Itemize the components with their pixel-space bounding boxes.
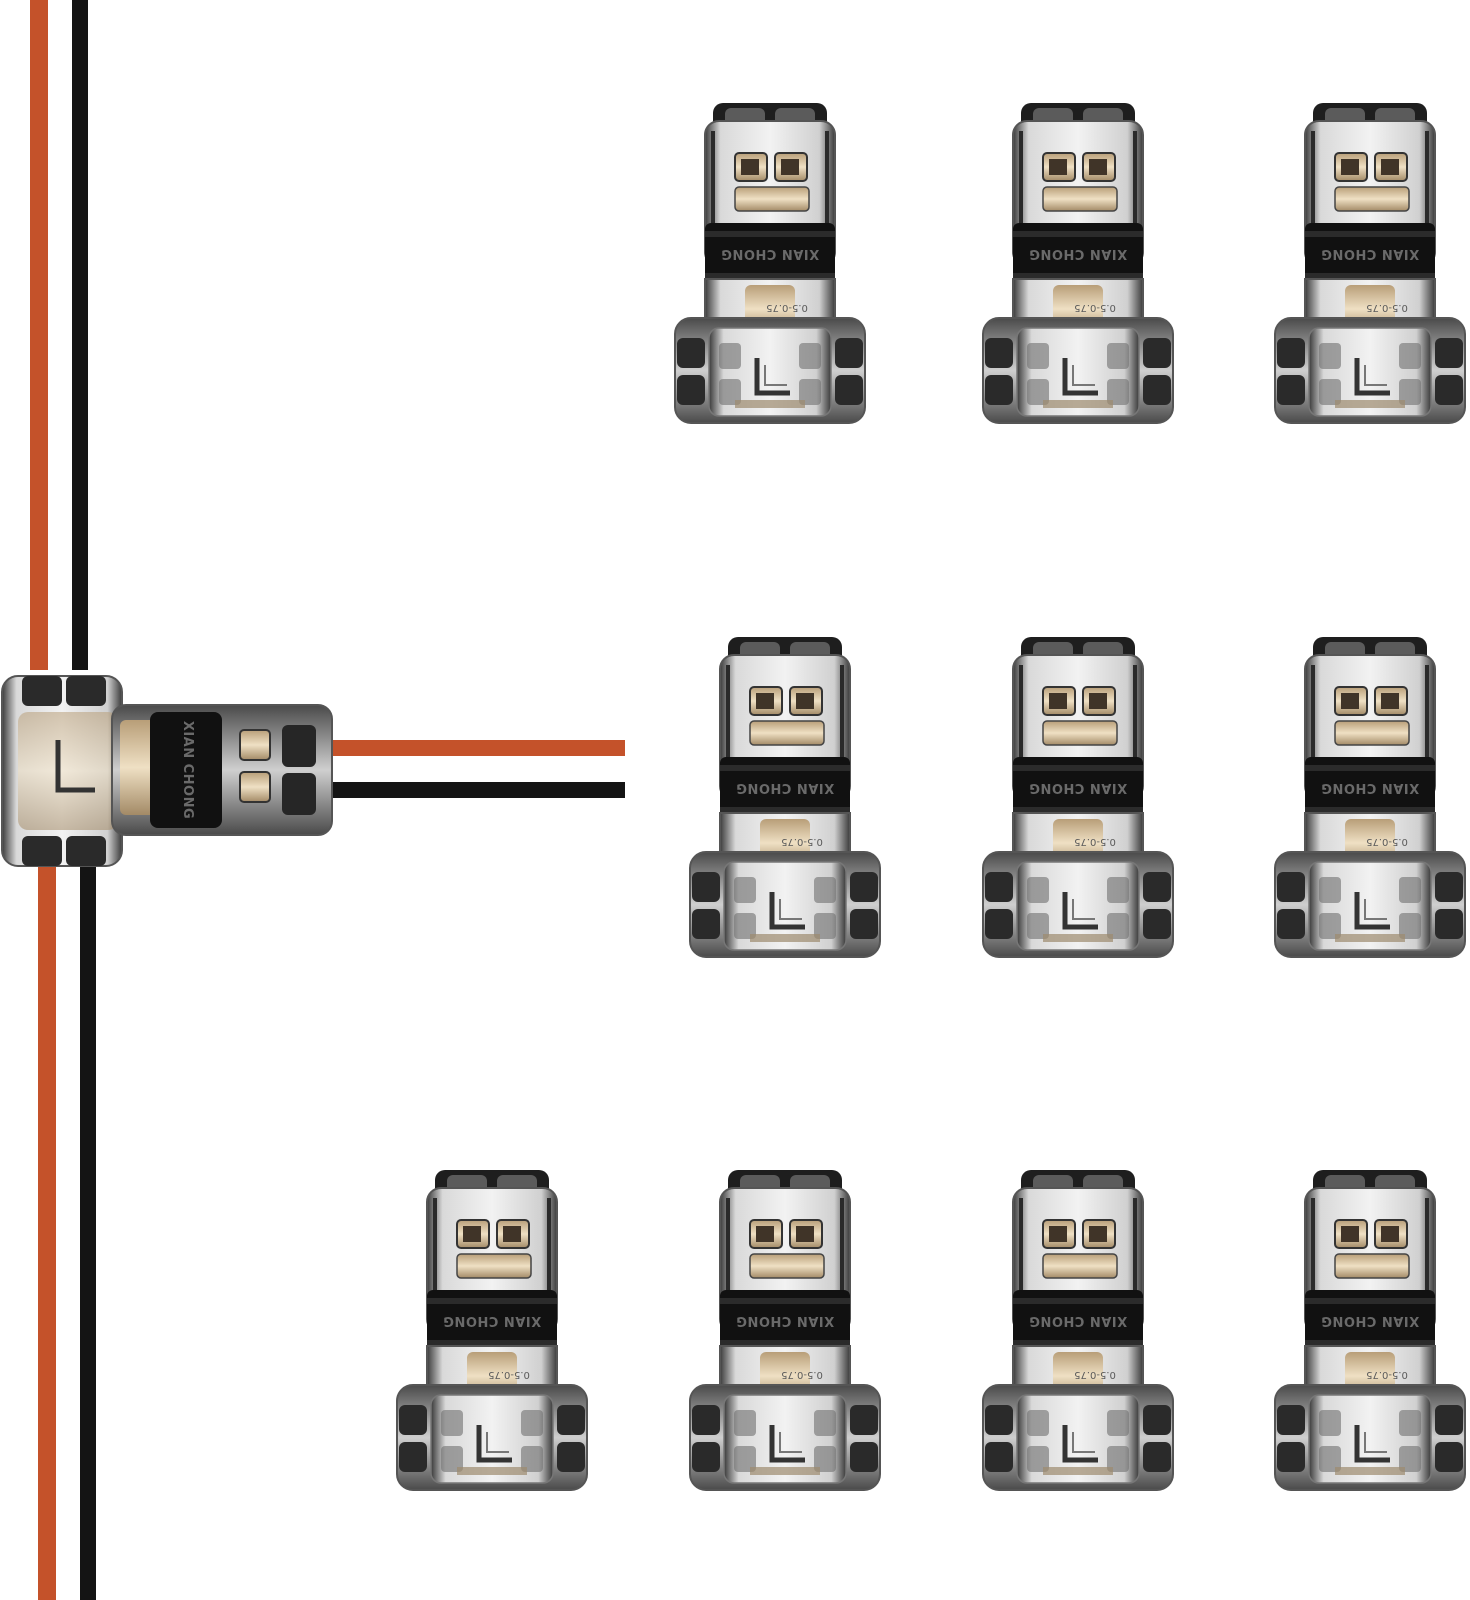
- connector-icon: [675, 103, 865, 423]
- installed-connector-icon: XIAN CHONG: [1, 675, 333, 867]
- connector-icon: [1275, 103, 1465, 423]
- black-wire-bottom: [80, 845, 96, 1600]
- connector-icon: [690, 1170, 880, 1490]
- red-wire-branch: [320, 740, 625, 756]
- connector-icon: [397, 1170, 587, 1490]
- black-wire-top: [72, 0, 88, 670]
- black-wire-branch: [320, 782, 625, 798]
- branch-wire-pair: [320, 740, 625, 798]
- red-wire-top: [30, 0, 48, 670]
- connector-icon: [1275, 1170, 1465, 1490]
- vertical-wire-pair: [30, 0, 96, 1600]
- connector-icon: [983, 103, 1173, 423]
- red-wire-bottom: [38, 845, 56, 1600]
- connector-icon: [1275, 637, 1465, 957]
- connector-icon: [983, 1170, 1173, 1490]
- connector-icon: [983, 637, 1173, 957]
- svg-text:XIAN CHONG: XIAN CHONG: [180, 721, 195, 819]
- connector-icon: [690, 637, 880, 957]
